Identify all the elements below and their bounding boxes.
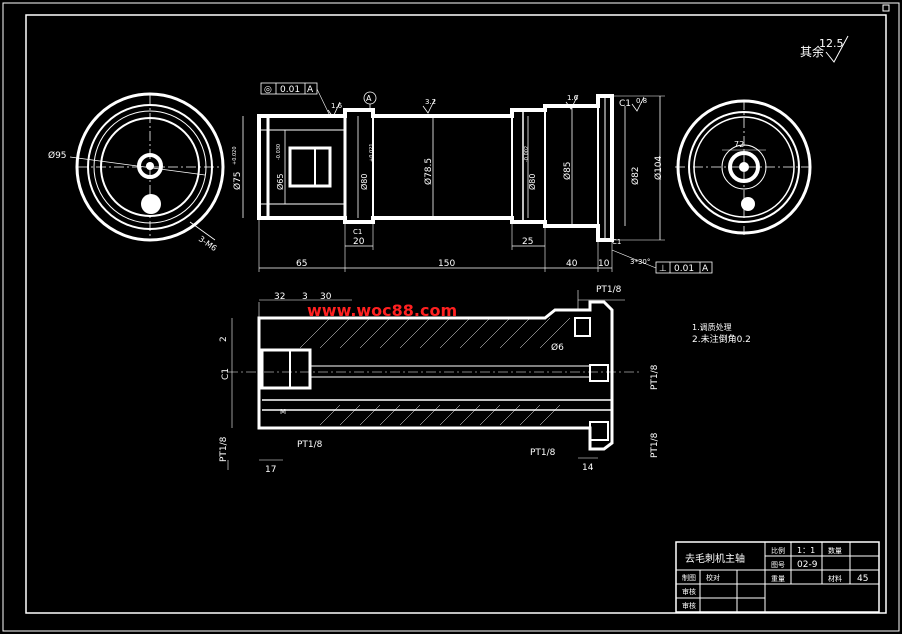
reviewer-label: 审核 (682, 587, 696, 596)
rough-mark-1: 1.6 (331, 102, 343, 110)
tol-4: -0.002 (524, 146, 530, 162)
dia-104: Ø104 (653, 155, 664, 180)
qty-label: 数量 (828, 546, 842, 555)
weight-label: 重量 (771, 575, 785, 583)
rough-mark-3: 1.6 (567, 94, 579, 102)
roughness-label: 其余 (800, 44, 824, 59)
perpendicularity-frame: ⊥ 0.01 A (611, 249, 713, 274)
svg-text:0.01: 0.01 (280, 85, 300, 95)
design-label: 制图 (682, 573, 696, 582)
scale-value: 1：1 (797, 546, 815, 555)
dim-25: 25 (522, 237, 533, 247)
inner-frame (25, 14, 887, 614)
dim-20: 20 (353, 237, 365, 247)
dia-65: Ø65 (275, 174, 285, 190)
dia-82: Ø82 (630, 166, 641, 185)
datum-a: A (366, 94, 372, 103)
left-end-view: Ø95 3-M6 (48, 92, 225, 253)
sec-two: 2 (219, 336, 229, 342)
dim-10: 10 (598, 259, 610, 269)
rough-mark-2: 3.2 (425, 98, 436, 106)
dia-78: Ø78.5 (423, 158, 434, 185)
svg-text:0.01: 0.01 (674, 264, 694, 274)
sec-pt-right: PT1/8 (650, 364, 660, 390)
material: 45 (857, 574, 868, 584)
front-view: Ø75 Ø65 Ø80 Ø78.5 Ø80 Ø85 Ø82 Ø104 +0.02… (232, 82, 713, 274)
left-view-thread: 3-M6 (197, 234, 219, 253)
material-label: 材料 (828, 574, 842, 583)
part-name: 去毛刺机主轴 (685, 552, 745, 565)
reviewer-label-2: 审核 (682, 601, 696, 610)
svg-text:A: A (307, 85, 314, 95)
tol-3: +0.021 (369, 143, 375, 162)
check-label: 校对 (706, 573, 720, 582)
drawing-no-label: 图号 (771, 561, 785, 569)
sec-pt-mid: PT1/8 (297, 440, 323, 450)
tol-1: +0.020 (232, 146, 238, 165)
note-2: 2.未注倒角0.2 (692, 333, 751, 345)
tol-2: -0.030 (276, 144, 282, 160)
roughness-value: 12.5 (819, 37, 844, 50)
dia-75: Ø75 (232, 171, 243, 190)
watermark: www.woc88.com (307, 301, 457, 320)
edge-chamfer: 3*30° (630, 258, 650, 266)
svg-text:◎: ◎ (264, 85, 272, 95)
chamfer-c1-b: C1 (353, 228, 362, 236)
chamfer-c1-c: C1 (612, 238, 621, 246)
right-end-view: 72 (675, 99, 812, 235)
svg-text:A: A (702, 264, 709, 274)
dia-80-right: Ø80 (527, 174, 537, 190)
dia-85: Ø85 (562, 161, 573, 180)
sec-pt-left: PT1/8 (219, 436, 229, 462)
section-view: 32 3 30 PT1/8 Ø6 C1 2 PT1/8 PT1/8 17 PT1… (219, 285, 660, 475)
sec-small-m: M (280, 408, 286, 416)
sec-dim-17: 17 (265, 465, 276, 475)
roughness-symbol: 其余 12.5 (800, 35, 849, 63)
sec-dim-14: 14 (582, 463, 594, 473)
sec-dim-32: 32 (274, 292, 285, 302)
sec-pt-bottom: PT1/8 (530, 448, 556, 458)
drawing-no: 02-9 (797, 560, 818, 570)
coaxiality-frame: ◎ 0.01 A (260, 82, 331, 117)
scale-label: 比例 (771, 546, 785, 555)
corner-mark (882, 4, 890, 12)
svg-text:⊥: ⊥ (659, 264, 667, 274)
right-view-bore: 72 (734, 140, 744, 149)
dim-65: 65 (296, 259, 307, 269)
dim-150: 150 (438, 259, 455, 269)
dia-80-left: Ø80 (359, 174, 369, 190)
left-view-diameter: Ø95 (48, 150, 67, 161)
note-1: 1.调质处理 (692, 322, 732, 332)
chamfer-c1: C1 (619, 99, 631, 109)
title-block: 去毛刺机主轴 比例 1：1 数量 图号 02-9 重量 材料 45 制图 校对 … (675, 541, 880, 613)
dim-40: 40 (566, 259, 578, 269)
sec-dim-3: 3 (302, 292, 308, 302)
sec-pt-right2: PT1/8 (650, 432, 660, 458)
sec-d6: Ø6 (551, 342, 564, 353)
sec-pt-top: PT1/8 (596, 285, 622, 295)
sec-dim-30: 30 (320, 292, 332, 302)
sec-c1: C1 (221, 368, 231, 380)
